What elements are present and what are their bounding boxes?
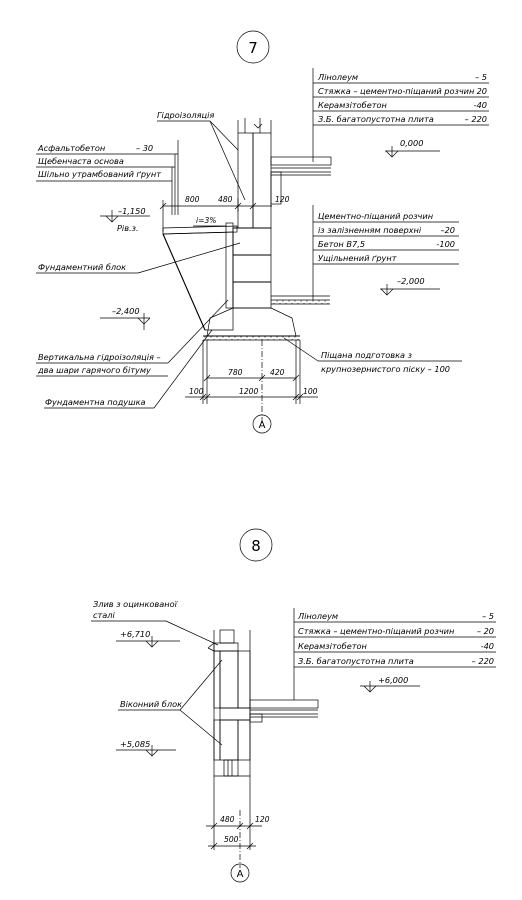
foundation-block-label: Фундаментний блок: [38, 262, 126, 272]
axis-marker-7: [252, 414, 272, 434]
dims-8: 480 120 500: [206, 810, 270, 868]
ground-level-mark: –1,150 Рів.з.: [100, 206, 150, 233]
floor-layer-value-8-1: – 20: [477, 626, 494, 636]
dim-800: 800: [185, 195, 200, 204]
dim-100-right: 100: [303, 387, 318, 396]
floor-layer-value-8-3: – 220: [472, 656, 494, 666]
sand-bed-line1: Піщана подготовка з: [321, 350, 412, 360]
basement-layer-name-0: Цементно-піщаний розчин: [318, 211, 434, 221]
floor-layer-value-8-2: -40: [481, 641, 494, 651]
level-mark-2400: –2,400: [100, 306, 151, 330]
level-mark-5085: +5,085: [116, 739, 176, 757]
drip-line2: сталі: [93, 610, 116, 620]
dims-top-7: 800 480 120 i=3%: [159, 195, 290, 232]
dim-420: 420: [270, 368, 285, 377]
floor-slab-8: [249, 699, 319, 723]
floor-layers-table-8: Лінолеум – 5 Стяжка – цементно-піщаний р…: [293, 608, 496, 700]
axis-marker-8: [230, 863, 250, 883]
vertical-waterproofing-line2: два шари гарячого бітуму: [37, 365, 151, 375]
basement-layer-name-3: Ущільнений ґрунт: [318, 253, 397, 263]
vertical-waterproofing-line1: Вертикальна гідроізоляція –: [38, 352, 161, 362]
floor-layer-value-8-0: – 5: [482, 611, 494, 621]
wall-8: [207, 629, 251, 810]
waterproofing-label-7: Гідроізоляція: [157, 110, 214, 120]
floor-layer-value-7-3: – 220: [465, 114, 487, 124]
level-mark-6710: +6,710: [116, 629, 180, 648]
axis-label-7: А: [259, 420, 266, 431]
floor-layer-value-7-0: – 5: [475, 72, 487, 82]
window-block-label: Віконний блок: [120, 699, 182, 709]
floor-level-label-7: 0,000: [400, 138, 423, 148]
dim-480-8: 480: [220, 815, 235, 824]
foundation-cushion: [203, 307, 300, 341]
level-mark-0000: 0,000: [385, 138, 440, 158]
top-level-label: +6,710: [120, 629, 150, 639]
floor-layer-value-7-2: -40: [474, 100, 487, 110]
dim-1200: 1200: [239, 387, 258, 396]
level-mark-2000: –2,000: [380, 276, 440, 296]
blind-layer-name-2: Шільно утрамбований ґрунт: [38, 169, 161, 179]
basement-level-label: –2,000: [397, 276, 425, 286]
floor-layer-name-8-0: Лінолеум: [297, 611, 338, 621]
detail-8: 8 Злив з оцинкованої сталі +6,710: [91, 528, 496, 883]
floor-layer-name-8-1: Стяжка – цементно-піщаний розчин: [298, 626, 455, 636]
soil-block: [162, 225, 238, 331]
dim-780: 780: [228, 368, 243, 377]
slope-label: i=3%: [196, 216, 217, 225]
dim-480-7: 480: [218, 195, 233, 204]
detail-7-number: 7: [248, 39, 258, 57]
blind-layer-value-0: – 30: [136, 143, 153, 153]
dim-100-left: 100: [189, 387, 204, 396]
basement-floor: [271, 295, 330, 305]
basement-layer-value-1: –20: [440, 225, 455, 235]
level-mark-6000: +6,000: [360, 675, 420, 693]
foundation-blocks: [225, 222, 272, 309]
detail-8-number: 8: [251, 537, 261, 555]
dim-120-8: 120: [255, 815, 270, 824]
blind-layer-name-1: Щебенчаста основа: [38, 156, 124, 166]
axis-label-8: А: [237, 869, 244, 880]
drip-line1: Злив з оцинкованої: [93, 599, 179, 609]
ground-level-sub: Рів.з.: [117, 223, 139, 233]
floor-layer-name-7-0: Лінолеум: [317, 72, 358, 82]
dim-120-7: 120: [275, 195, 290, 204]
basement-floor-layers: Цементно-піщаний розчин із залізненням п…: [312, 205, 459, 300]
ground-level-label: –1,150: [118, 206, 146, 216]
dim-500: 500: [224, 835, 239, 844]
basement-layer-name-1: із залізненням поверхні: [318, 225, 422, 235]
floor-layers-table-7: Лінолеум – 5 Стяжка – цементно-піщаний р…: [312, 68, 489, 162]
floor-layer-name-8-3: З.Б. багатопустотна плита: [298, 656, 414, 666]
floor-layer-name-7-1: Стяжка – цементно-піщаний розчин: [318, 86, 475, 96]
blind-layer-name-0: Асфальтобетон: [37, 143, 106, 153]
detail-7: 7 Лінолеум – 5 Стяжка – цементно-піщаний…: [36, 30, 489, 434]
detail-7-circle: [236, 30, 270, 64]
detail-8-circle: [239, 528, 273, 562]
floor-level-label-8: +6,000: [378, 675, 408, 685]
blind-area-layers: Асфальтобетон – 30 Щебенчаста основа Шіл…: [36, 140, 179, 215]
floor-layer-name-7-2: Керамзітобетон: [318, 100, 388, 110]
basement-layer-name-2: Бетон В7,5: [318, 239, 365, 249]
basement-layer-value-2: -100: [436, 239, 455, 249]
wall-7: [237, 118, 332, 229]
sand-bed-line2: крупнозернистого піску – 100: [321, 364, 450, 374]
base-level-label: –2,400: [112, 306, 140, 316]
floor-layer-name-8-2: Керамзітобетон: [298, 641, 368, 651]
floor-layer-name-7-3: З.Б. багатопустотна плита: [318, 114, 434, 124]
dims-bottom-7: 780 420 1200 100 100: [185, 340, 318, 424]
sill-level-label: +5,085: [120, 739, 150, 749]
foundation-cushion-label: Фундаментна подушка: [45, 397, 146, 407]
floor-layer-value-7-1: – 20: [470, 86, 487, 96]
